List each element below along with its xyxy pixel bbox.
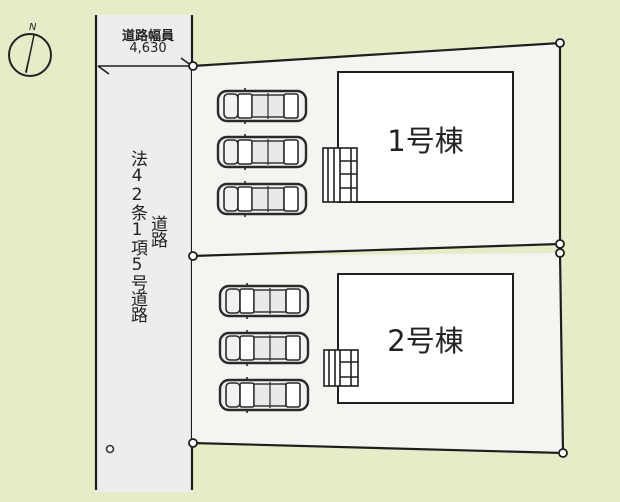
north-arrow-icon xyxy=(8,33,52,77)
building-1-label: 1号棟 xyxy=(387,124,464,158)
north-label: N xyxy=(29,22,37,33)
boundary-markers xyxy=(188,38,568,458)
building-1-footprint xyxy=(337,71,514,203)
car-icon xyxy=(216,86,308,126)
car-icon xyxy=(216,132,308,172)
road-area xyxy=(96,15,192,492)
building-2-footprint xyxy=(337,273,514,404)
building-2-label: 2号棟 xyxy=(387,324,464,358)
building-1-steps xyxy=(322,147,358,203)
car-icon xyxy=(218,281,310,321)
road-width-value: 4,630 xyxy=(129,41,167,56)
car-icon xyxy=(218,375,310,415)
car-icon xyxy=(216,179,308,219)
road-legal-label: 法42条1項5号道路 xyxy=(127,150,147,322)
building-2-steps xyxy=(323,349,359,387)
road-type-label: 道路 xyxy=(147,215,167,247)
survey-marker xyxy=(105,444,115,454)
parking-lot-2 xyxy=(218,281,310,415)
lot-divider xyxy=(191,242,561,258)
road-width-title: 道路幅員 xyxy=(121,29,174,44)
parking-lot-1 xyxy=(216,86,308,219)
car-icon xyxy=(218,328,310,368)
